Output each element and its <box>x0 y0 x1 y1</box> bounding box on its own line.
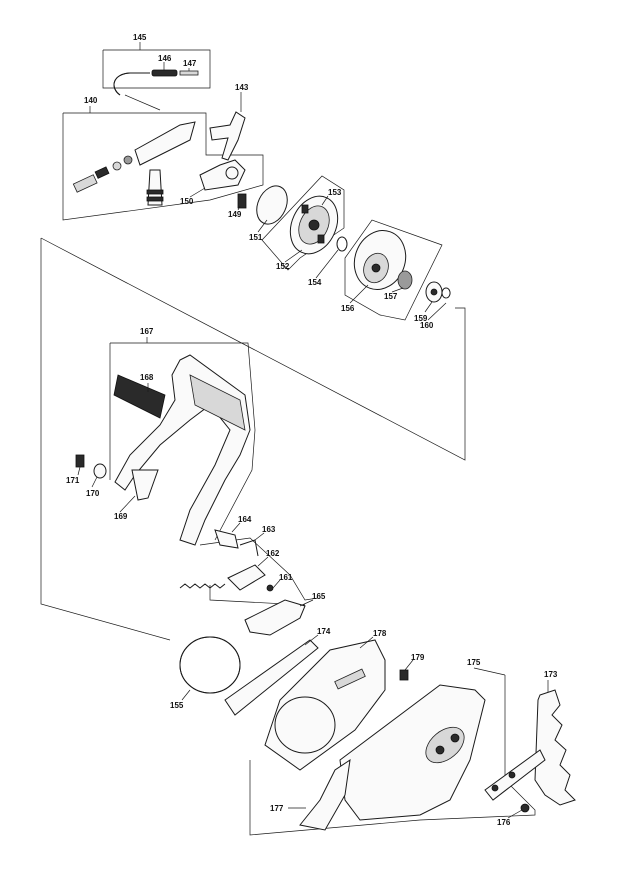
oil-pipe-part <box>113 69 199 111</box>
bearing-157-part <box>397 270 413 290</box>
label-150: 150 <box>180 197 194 206</box>
block-165-part <box>244 599 306 636</box>
label-159: 159 <box>414 314 428 323</box>
label-164: 164 <box>238 515 252 524</box>
label-170: 170 <box>86 489 100 498</box>
label-178: 178 <box>373 629 387 638</box>
group-frame-large <box>40 237 466 641</box>
washer-151-part <box>256 185 288 225</box>
cam-150-part <box>199 159 246 191</box>
nut-176-part <box>520 803 530 813</box>
lever-163-part <box>239 539 259 557</box>
label-145: 145 <box>133 33 147 42</box>
clip-160-part <box>441 287 451 299</box>
label-156: 156 <box>341 304 355 313</box>
label-174: 174 <box>317 627 331 636</box>
label-162: 162 <box>266 549 280 558</box>
label-168-part <box>113 374 166 419</box>
label-146: 146 <box>158 54 172 63</box>
bumper-spike-173-part <box>534 689 576 806</box>
label-152: 152 <box>276 262 290 271</box>
group-frame-156 <box>344 219 443 321</box>
label-176: 176 <box>497 818 511 827</box>
label-160: 160 <box>420 321 434 330</box>
label-155: 155 <box>170 701 184 710</box>
label-177: 177 <box>270 804 284 813</box>
label-173: 173 <box>544 670 558 679</box>
knob-177-part <box>299 758 351 831</box>
screw-179-part <box>399 669 409 681</box>
label-165: 165 <box>312 592 326 601</box>
lever-143-part <box>209 111 246 161</box>
washer-159-part <box>425 281 443 303</box>
label-161: 161 <box>279 573 293 582</box>
group-frame-145 <box>102 42 211 89</box>
plate-176-part <box>484 749 546 801</box>
screw-171-part <box>75 454 85 468</box>
plate-174-part <box>224 639 319 716</box>
pin-161-part <box>266 584 274 592</box>
piece-164-part <box>214 529 239 549</box>
oil-pump-part <box>72 121 196 206</box>
label-169: 169 <box>114 512 128 521</box>
screw-149-part <box>237 193 247 209</box>
label-167: 167 <box>140 327 154 336</box>
label-143: 143 <box>235 83 249 92</box>
side-cover-175-part <box>339 684 486 821</box>
part-labels: 145 146 147 140 143 150 149 151 153 152 … <box>66 33 558 827</box>
link-169-part <box>131 469 159 501</box>
label-163: 163 <box>262 525 276 534</box>
bushing-170-part <box>93 463 107 479</box>
label-171: 171 <box>66 476 80 485</box>
label-175: 175 <box>467 658 481 667</box>
chain-cover-178-part <box>264 639 386 771</box>
group-frame-167 <box>109 337 256 541</box>
clutch-drum-156-part <box>353 230 407 290</box>
group-frame-153 <box>261 175 345 271</box>
label-151: 151 <box>249 233 263 242</box>
clutch-153-part <box>289 195 339 255</box>
spring-162-part <box>179 564 266 591</box>
label-179: 179 <box>411 653 425 662</box>
washer-154-part <box>336 236 348 252</box>
group-frame-140 <box>62 106 264 221</box>
label-147: 147 <box>183 59 197 68</box>
label-154: 154 <box>308 278 322 287</box>
label-168: 168 <box>140 373 154 382</box>
label-153: 153 <box>328 188 342 197</box>
brake-band-155-part <box>179 636 241 694</box>
label-140: 140 <box>84 96 98 105</box>
hand-guard-167-part <box>114 354 251 546</box>
label-149: 149 <box>228 210 242 219</box>
label-157: 157 <box>384 292 398 301</box>
leader-lines <box>77 62 549 819</box>
